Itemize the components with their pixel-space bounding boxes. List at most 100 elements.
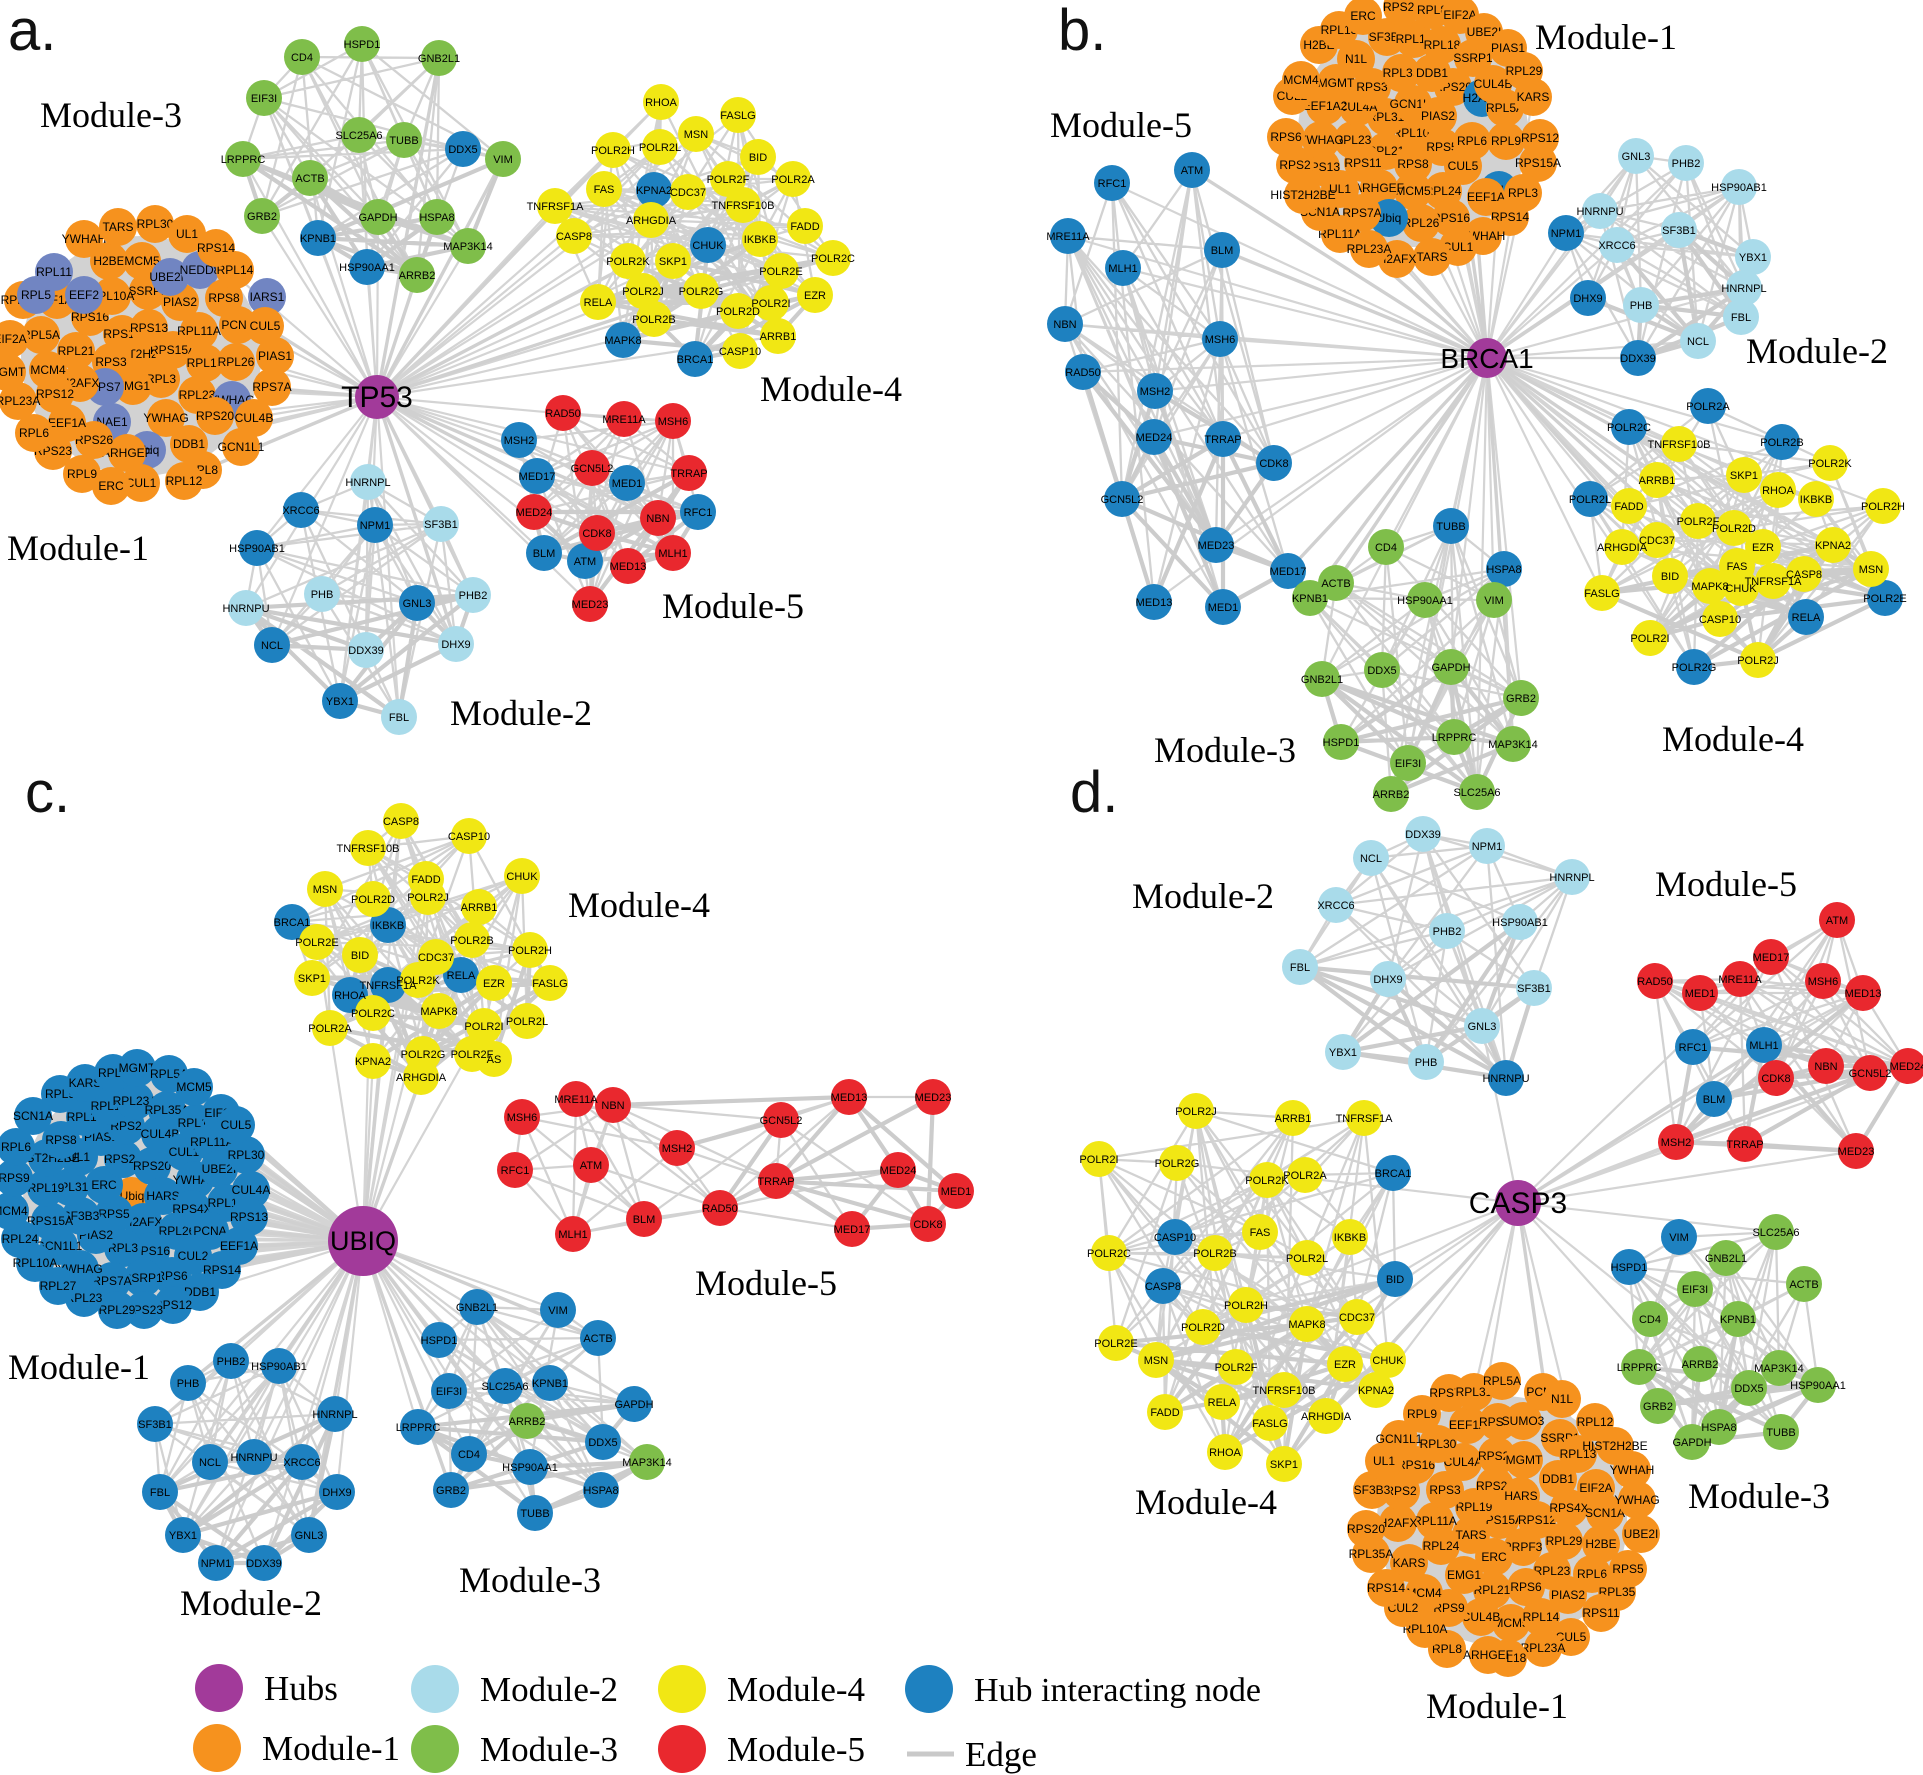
- svg-text:N1L: N1L: [1345, 52, 1367, 66]
- svg-text:LRPPRC: LRPPRC: [1432, 732, 1477, 744]
- svg-text:MSH2: MSH2: [1140, 386, 1171, 398]
- svg-text:b.: b.: [1058, 0, 1106, 63]
- svg-text:Module-1: Module-1: [8, 1347, 150, 1387]
- svg-text:MRE11A: MRE11A: [1046, 231, 1090, 243]
- svg-text:GAPDH: GAPDH: [1431, 662, 1470, 674]
- svg-text:NCL: NCL: [1687, 336, 1709, 348]
- svg-text:IKBKB: IKBKB: [1800, 494, 1832, 506]
- svg-text:RPS26: RPS26: [1383, 0, 1421, 14]
- svg-text:RPS16: RPS16: [1397, 1458, 1435, 1472]
- svg-text:VIM: VIM: [548, 1305, 568, 1317]
- svg-text:MAPK8: MAPK8: [1691, 581, 1728, 593]
- svg-text:SF3B1: SF3B1: [1517, 983, 1551, 995]
- svg-text:HNRNPU: HNRNPU: [230, 1452, 277, 1464]
- svg-text:SLC25A6: SLC25A6: [335, 130, 382, 142]
- svg-text:TNFRSF1A: TNFRSF1A: [1336, 1113, 1394, 1125]
- svg-text:RPL9: RPL9: [1407, 1407, 1437, 1421]
- svg-text:RPL6: RPL6: [1, 1140, 31, 1154]
- svg-text:TNFRSF1A: TNFRSF1A: [360, 980, 418, 992]
- svg-text:POLR2D: POLR2D: [1712, 523, 1756, 535]
- svg-text:RPS4X: RPS4X: [1549, 1501, 1588, 1515]
- svg-text:POLR2F: POLR2F: [1677, 516, 1720, 528]
- svg-text:N1L: N1L: [1551, 1392, 1573, 1406]
- svg-text:TUBB: TUBB: [520, 1508, 549, 1520]
- svg-text:BLM: BLM: [1703, 1094, 1726, 1106]
- svg-text:DDB1: DDB1: [184, 1285, 216, 1299]
- svg-text:MAP3K14: MAP3K14: [1488, 739, 1538, 751]
- svg-text:RPS14: RPS14: [197, 241, 235, 255]
- svg-text:PHB: PHB: [177, 1378, 200, 1390]
- svg-text:Module-2: Module-2: [450, 693, 592, 733]
- svg-text:GCN1L1: GCN1L1: [218, 440, 265, 454]
- svg-text:TNFRSF10B: TNFRSF10B: [712, 200, 775, 212]
- svg-text:H2AFX: H2AFX: [124, 1215, 163, 1229]
- svg-text:MCM5: MCM5: [1395, 184, 1431, 198]
- svg-text:POLR2E: POLR2E: [1863, 593, 1906, 605]
- svg-text:PHB2: PHB2: [1672, 158, 1701, 170]
- svg-text:ERC: ERC: [1481, 1550, 1507, 1564]
- svg-text:MED13: MED13: [831, 1092, 868, 1104]
- svg-text:POLR2E: POLR2E: [1094, 1338, 1137, 1350]
- svg-text:CD4: CD4: [458, 1449, 480, 1461]
- svg-text:CASP8: CASP8: [1145, 1281, 1181, 1293]
- svg-text:RPS6: RPS6: [156, 1269, 188, 1283]
- svg-text:Module-1: Module-1: [1426, 1686, 1568, 1726]
- svg-text:FBL: FBL: [150, 1487, 170, 1499]
- svg-text:PHB2: PHB2: [1433, 926, 1462, 938]
- svg-text:KPNB1: KPNB1: [532, 1378, 568, 1390]
- svg-text:RPL3: RPL3: [1508, 186, 1538, 200]
- svg-text:EZR: EZR: [483, 978, 505, 990]
- svg-text:RPS6: RPS6: [1270, 130, 1302, 144]
- svg-text:BLM: BLM: [533, 548, 556, 560]
- svg-text:RPL13: RPL13: [1560, 1447, 1597, 1461]
- svg-text:RPS5: RPS5: [98, 1207, 130, 1221]
- svg-text:FADD: FADD: [1614, 501, 1643, 513]
- svg-text:POLR2D: POLR2D: [351, 894, 395, 906]
- svg-text:MSN: MSN: [684, 129, 709, 141]
- svg-text:PHB2: PHB2: [459, 590, 488, 602]
- svg-text:MGMT: MGMT: [119, 1061, 156, 1075]
- svg-text:POLR2F: POLR2F: [707, 174, 750, 186]
- svg-text:MLH1: MLH1: [658, 548, 687, 560]
- svg-text:Module-3: Module-3: [40, 95, 182, 135]
- svg-text:CASP8: CASP8: [1786, 569, 1822, 581]
- svg-text:TARS: TARS: [1416, 250, 1447, 264]
- svg-text:Module-4: Module-4: [760, 369, 902, 409]
- svg-text:CHUK: CHUK: [506, 871, 538, 883]
- svg-text:RPL23: RPL23: [179, 388, 216, 402]
- svg-text:MED1: MED1: [612, 478, 643, 490]
- svg-text:RPS15A: RPS15A: [27, 1214, 73, 1228]
- svg-text:RELA: RELA: [1208, 1397, 1237, 1409]
- svg-text:PIAS2: PIAS2: [1421, 109, 1455, 123]
- svg-text:RFC1: RFC1: [1679, 1042, 1708, 1054]
- svg-text:SLC25A6: SLC25A6: [481, 1381, 528, 1393]
- svg-text:BRCA1: BRCA1: [1375, 1168, 1412, 1180]
- svg-text:CDC37: CDC37: [670, 187, 706, 199]
- svg-text:EIF3I: EIF3I: [251, 93, 277, 105]
- svg-text:RPS12: RPS12: [154, 1298, 192, 1312]
- svg-text:SF3B1: SF3B1: [1662, 225, 1696, 237]
- svg-text:ARHGDIA: ARHGDIA: [626, 215, 677, 227]
- svg-text:RHOA: RHOA: [645, 97, 677, 109]
- svg-text:MCM5: MCM5: [176, 1080, 212, 1094]
- svg-text:GNB2L1: GNB2L1: [1301, 674, 1343, 686]
- svg-text:YBX1: YBX1: [1739, 252, 1767, 264]
- svg-text:DDB1: DDB1: [1542, 1472, 1574, 1486]
- svg-text:RPS9: RPS9: [0, 1171, 30, 1185]
- svg-text:RPS12: RPS12: [36, 387, 74, 401]
- svg-text:MED13: MED13: [610, 561, 647, 573]
- svg-text:RPS26: RPS26: [104, 1152, 142, 1166]
- svg-text:NBN: NBN: [1814, 1061, 1837, 1073]
- svg-text:CASP3: CASP3: [1469, 1187, 1567, 1220]
- svg-text:ARRB2: ARRB2: [399, 270, 436, 282]
- svg-text:UBIQ: UBIQ: [330, 1226, 396, 1256]
- svg-text:POLR2D: POLR2D: [1181, 1322, 1225, 1334]
- svg-text:RPL21: RPL21: [1474, 1583, 1511, 1597]
- svg-text:GRB2: GRB2: [1506, 693, 1536, 705]
- svg-text:RPS2: RPS2: [1279, 158, 1311, 172]
- svg-text:RPL8: RPL8: [1417, 3, 1447, 17]
- svg-text:RELA: RELA: [584, 297, 613, 309]
- svg-text:Module-4: Module-4: [727, 1670, 865, 1709]
- svg-text:POLR2H: POLR2H: [508, 945, 552, 957]
- svg-text:MED23: MED23: [1838, 1146, 1875, 1158]
